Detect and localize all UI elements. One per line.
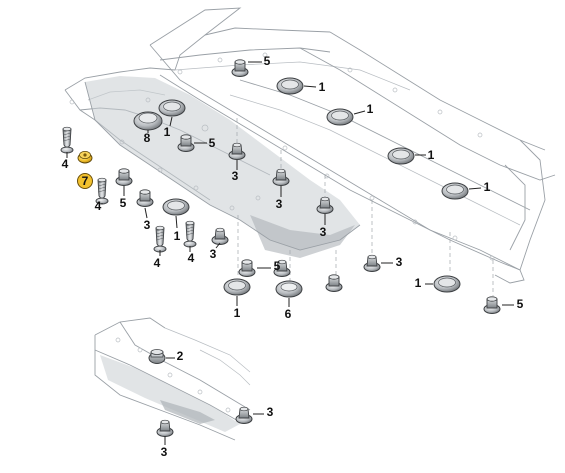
- callout-label: 7: [82, 174, 89, 188]
- callout-label: 1: [234, 306, 241, 320]
- leader-line: [353, 110, 366, 115]
- callout-label: 2: [177, 349, 184, 363]
- callout-label: 1: [164, 125, 171, 139]
- clip-icon: [325, 274, 343, 292]
- callout-label: 3: [396, 255, 403, 269]
- callout-label: 8: [144, 131, 151, 145]
- rivet-icon: [211, 227, 229, 245]
- callout-label: 5: [517, 297, 524, 311]
- callout-label: 1: [367, 102, 374, 116]
- leader-line: [468, 187, 482, 190]
- callout-label: 1: [174, 229, 181, 243]
- callout-label: 3: [161, 445, 168, 459]
- rivet-icon: [316, 196, 334, 214]
- rivet-icon: [363, 254, 381, 272]
- leader-line: [175, 215, 178, 229]
- nut-part-7: [77, 151, 93, 164]
- callout-label: 5: [274, 259, 281, 273]
- callout-label: 3: [276, 197, 283, 211]
- clip-icon: [231, 59, 249, 77]
- callout-label: 1: [484, 180, 491, 194]
- callout-label: 3: [320, 225, 327, 239]
- screw-parts: [60, 126, 197, 253]
- screw-icon: [183, 220, 197, 248]
- plug-part-8: [133, 111, 163, 131]
- callout-label: 3: [210, 247, 217, 261]
- callout-label: 3: [232, 169, 239, 183]
- bolt-part-2: [148, 349, 166, 364]
- rivet-parts: [156, 142, 381, 437]
- leader-line: [303, 85, 317, 88]
- callout-highlight-badge: [77, 173, 93, 189]
- clip-icon: [238, 259, 256, 277]
- leader-lines: [66, 61, 514, 445]
- clip-parts: [115, 59, 501, 314]
- callout-label: 5: [120, 196, 127, 210]
- screw-icon: [95, 177, 109, 205]
- plug-icon: [223, 278, 251, 296]
- leader-line: [169, 116, 173, 127]
- plug-icon: [326, 108, 354, 126]
- plug-icon: [162, 198, 190, 216]
- rivet-icon: [156, 419, 174, 437]
- plug-icon: [276, 77, 304, 95]
- callout-label: 3: [144, 218, 151, 232]
- plug-parts: [158, 77, 469, 296]
- plug-icon: [387, 147, 415, 165]
- leader-line: [144, 207, 148, 219]
- screw-icon: [60, 126, 74, 154]
- leader-line: [215, 242, 221, 249]
- callout-label: 6: [285, 307, 292, 321]
- callout-label: 1: [319, 80, 326, 94]
- rivet-icon: [273, 259, 291, 277]
- callout-label: 5: [264, 54, 271, 68]
- callout-label: 4: [154, 256, 161, 270]
- callout-label: 1: [415, 276, 422, 290]
- clip-icon: [136, 189, 154, 207]
- rivet-icon: [228, 142, 246, 160]
- callout-label: 3: [267, 405, 274, 419]
- rivet-icon: [235, 406, 253, 424]
- callout-label: 4: [62, 157, 69, 171]
- clip-icon: [483, 296, 501, 314]
- underbody-main: [64, 7, 556, 296]
- clip-icon: [177, 134, 195, 152]
- plug-icon: [158, 99, 186, 117]
- callout-label: 5: [209, 136, 216, 150]
- plug-icon: [433, 275, 461, 293]
- callout-label: 4: [188, 251, 195, 265]
- underbody-inset: [94, 317, 251, 441]
- callout-label: 4: [95, 199, 102, 213]
- callout-label: 1: [428, 148, 435, 162]
- rivet-icon: [272, 168, 290, 186]
- plug-icon: [441, 182, 469, 200]
- cup-part-6: [275, 280, 303, 298]
- screw-icon: [153, 225, 167, 253]
- clip-icon: [115, 168, 133, 186]
